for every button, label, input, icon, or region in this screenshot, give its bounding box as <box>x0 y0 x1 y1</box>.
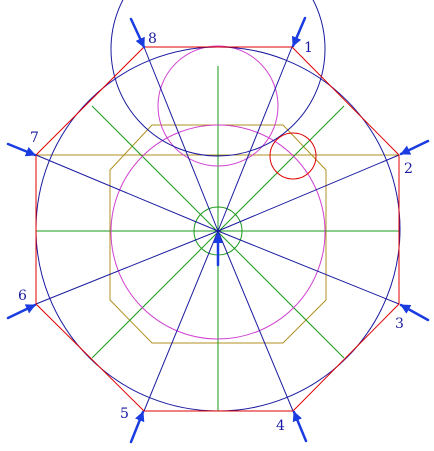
spoke-4 <box>217 230 294 412</box>
spoke-5 <box>143 230 219 412</box>
spoke-3 <box>217 230 400 305</box>
vertex-label-5: 5 <box>120 406 129 422</box>
arrow-2 <box>399 139 430 156</box>
vertex-label-1: 1 <box>304 40 313 56</box>
magenta-circle-layer <box>110 45 326 340</box>
vertex-label-8: 8 <box>148 31 157 47</box>
inner-octagon <box>109 124 327 344</box>
spoke-2 <box>217 154 400 232</box>
small-red-circle <box>269 132 317 180</box>
arrow-6 <box>6 303 37 320</box>
vertex-label-4: 4 <box>276 418 285 434</box>
spoke-7 <box>35 154 219 232</box>
top-circle <box>110 0 326 157</box>
arrow-layer <box>6 16 430 444</box>
vertex-label-3: 3 <box>395 316 404 332</box>
arrow-8 <box>129 17 146 49</box>
arrow-1 <box>291 16 307 48</box>
vertex-label-2: 2 <box>404 161 413 177</box>
spoke-1 <box>217 46 293 232</box>
arrow-7 <box>6 142 37 157</box>
outer-octagon <box>35 46 400 412</box>
red-octagon-layer <box>35 46 400 412</box>
inner-magenta-circle <box>110 124 326 340</box>
spoke-8 <box>143 46 219 232</box>
arrow-4 <box>292 410 308 443</box>
vertex-label-layer: 1 2 3 4 5 6 7 8 <box>18 31 413 434</box>
spoke-6 <box>35 230 219 305</box>
vertex-label-6: 6 <box>18 288 27 304</box>
upper-magenta-circle <box>157 45 279 167</box>
vertex-label-7: 7 <box>30 130 39 146</box>
arrow-3 <box>399 303 430 322</box>
arrow-5 <box>129 410 145 444</box>
